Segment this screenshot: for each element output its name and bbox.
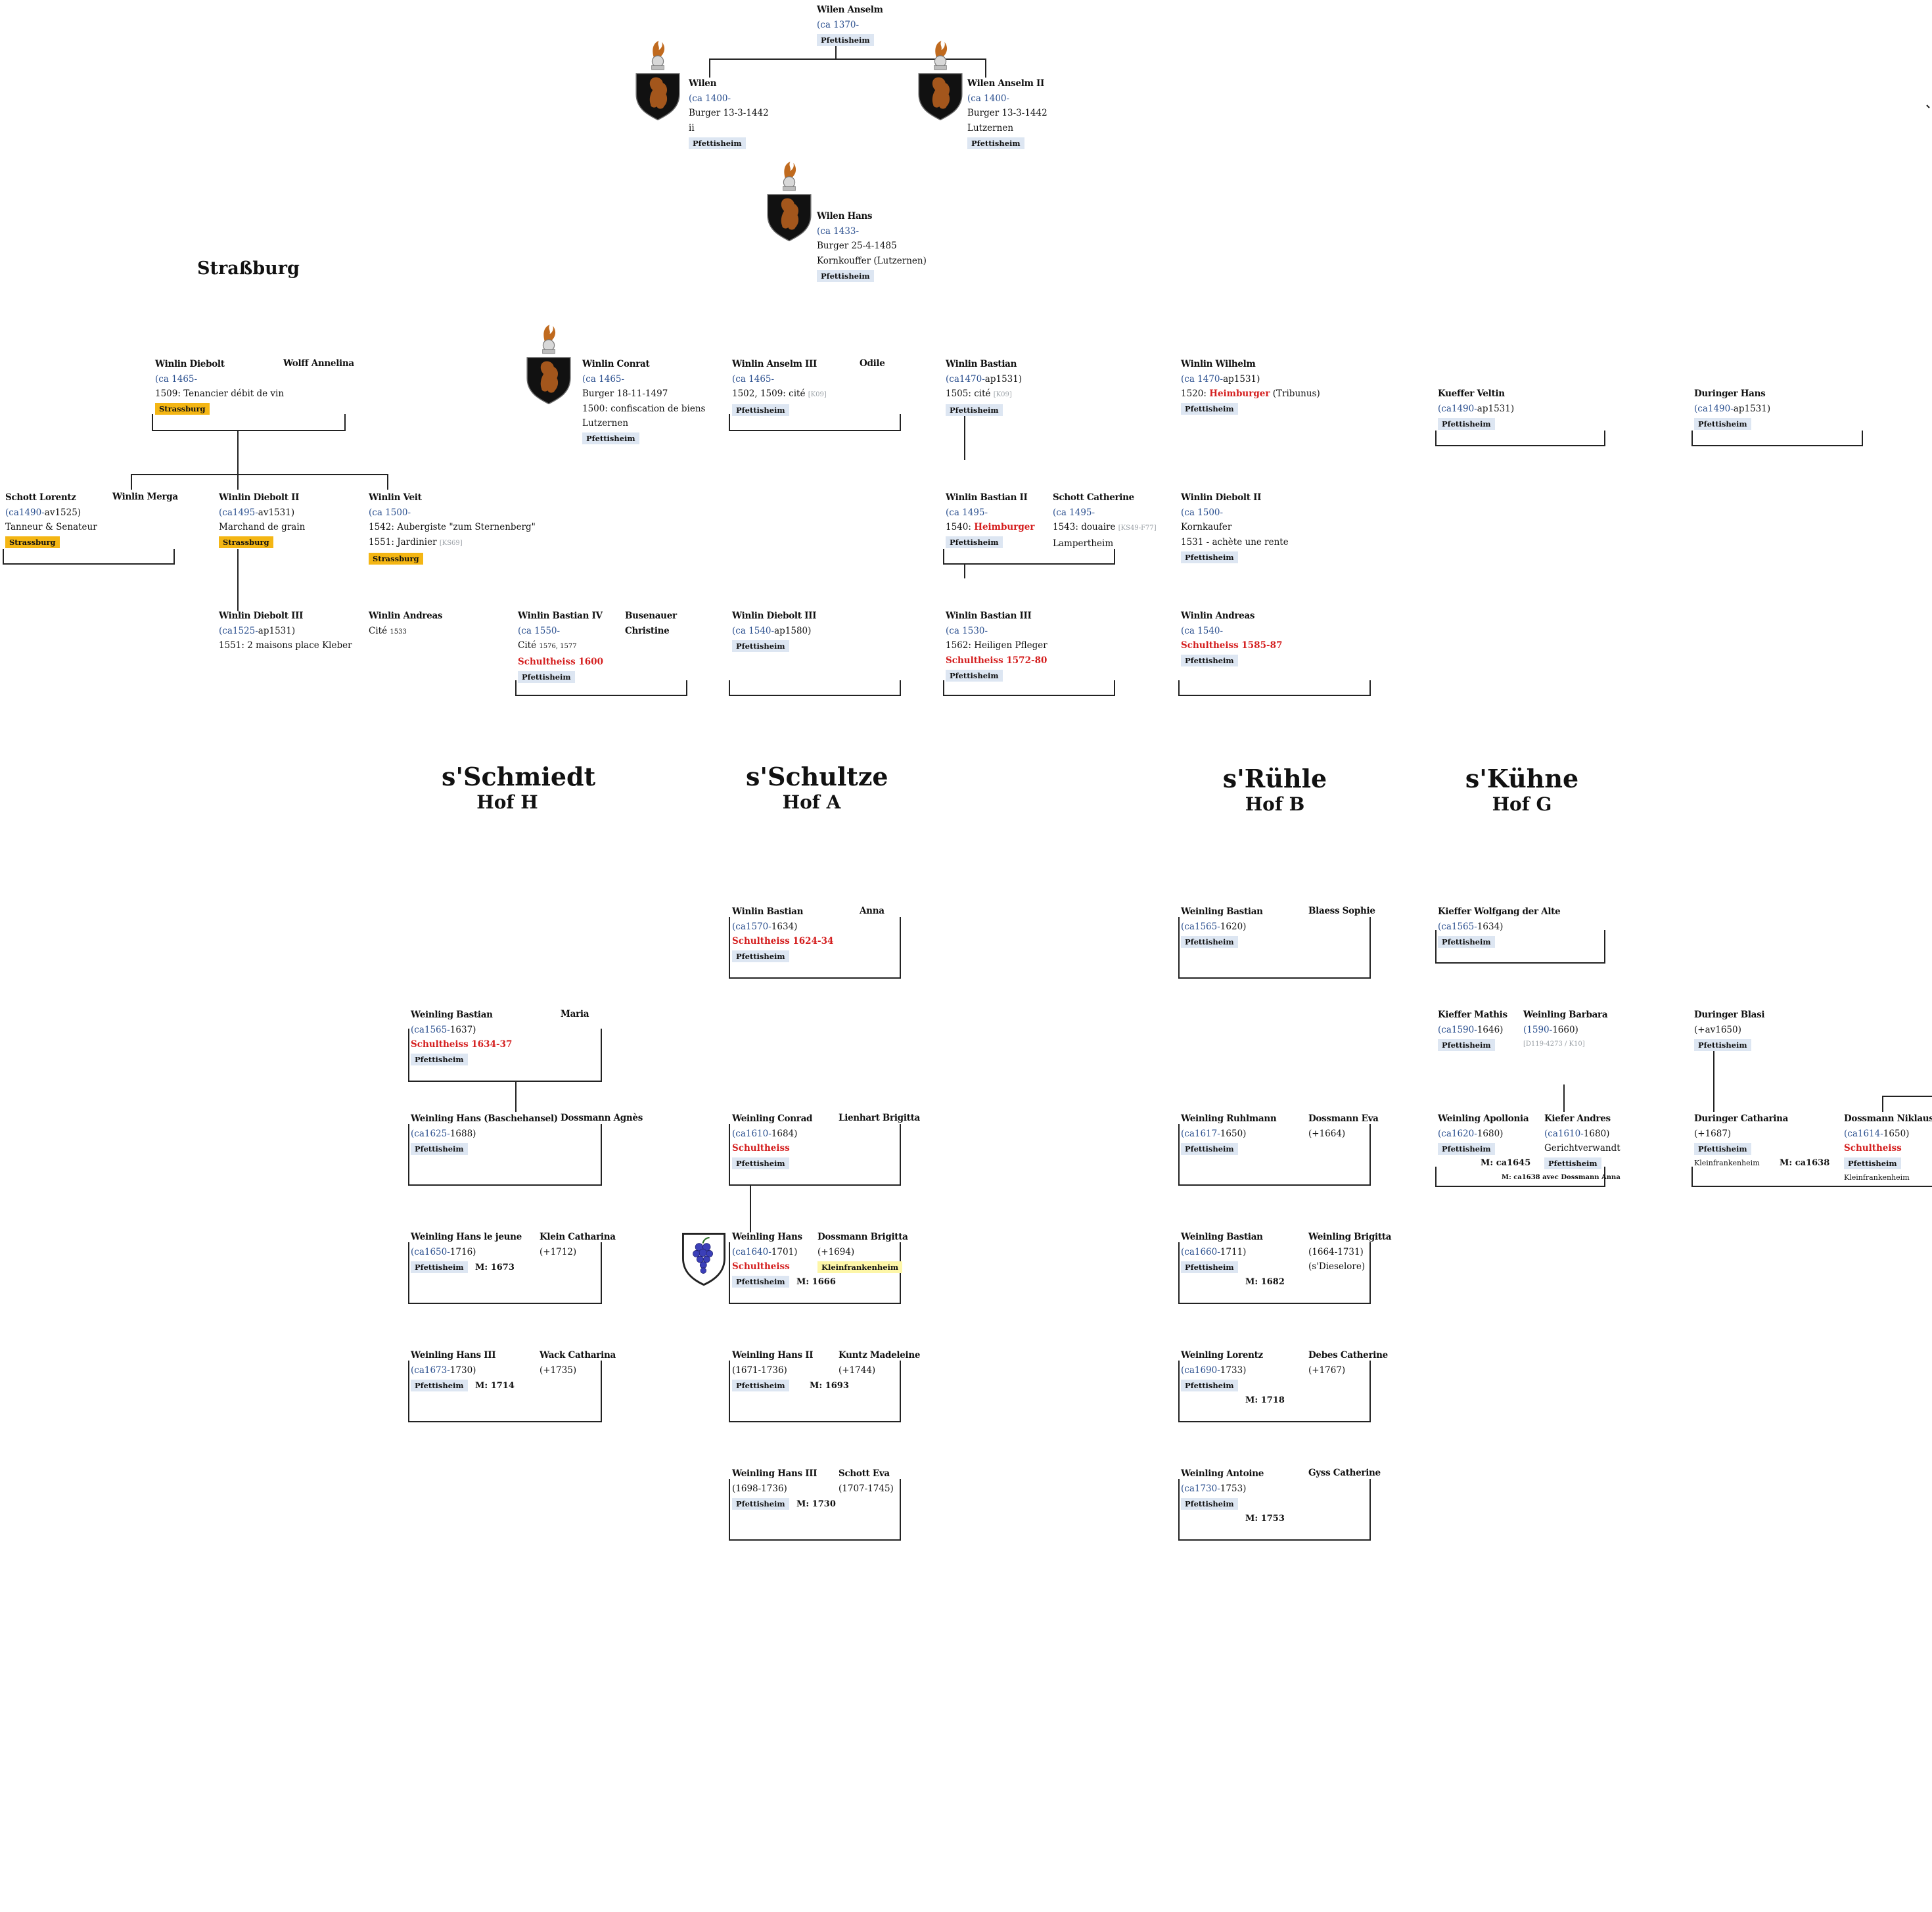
spouse-dossmann-eva: Dossmann Eva (+1664)	[1308, 1113, 1379, 1139]
person-winlin-diebolt-2b: Winlin Diebolt II (ca 1500- Kornkaufer 1…	[1181, 492, 1289, 563]
person-winlin-anselm-3: Winlin Anselm III (ca 1465- 1502, 1509: …	[732, 359, 827, 416]
person-winlin-bastian-4: Winlin Bastian IV (ca 1550- Cité 1576, 1…	[518, 611, 603, 683]
spouse-dossmann-brigitta: Dossmann Brigitta (+1694) Kleinfrankenhe…	[817, 1232, 908, 1273]
person-weinling-hans-le-jeune: Weinling Hans le jeune (ca1650-1716) Pfe…	[411, 1232, 522, 1273]
spouse-kuntz-madeleine: Kuntz Madeleine (+1744)	[839, 1350, 921, 1376]
person-duringer-hans: Duringer Hans (ca1490-ap1531) Pfettishei…	[1694, 388, 1771, 430]
marriage-antoine: M: 1753	[1245, 1514, 1285, 1524]
person-weinling-bastian-b2: Weinling Bastian (ca1660-1711) Pfettishe…	[1181, 1232, 1263, 1273]
person-winlin-wilhelm: Winlin Wilhelm (ca 1470-ap1531) 1520: He…	[1181, 359, 1320, 415]
title-kuhne: s'Kühne	[1465, 764, 1579, 793]
person-wilen-anselm-2: Wilen Anselm II (ca 1400- Burger 13-3-14…	[967, 78, 1047, 149]
title-kuhne-hof: Hof G	[1492, 793, 1552, 815]
person-kieffer-mathis: Kieffer Mathis (ca1590-1646) Pfettisheim	[1438, 1010, 1507, 1051]
person-kieffer-wolfgang: Kieffer Wolfgang der Alte (ca1565-1634) …	[1438, 906, 1561, 948]
person-wilen-anselm: Wilen Anselm (ca 1370- Pfettisheim	[817, 5, 883, 46]
person-winlin-andreas-2: Winlin Andreas (ca 1540- Schultheiss 158…	[1181, 611, 1283, 666]
spouse-wack-catharina: Wack Catharina (+1735)	[540, 1350, 616, 1376]
spouse-schott-eva: Schott Eva (1707-1745)	[839, 1468, 894, 1494]
title-strassburg: Straßburg	[197, 258, 300, 279]
spouse-klein-catharina: Klein Catharina (+1712)	[540, 1232, 616, 1257]
spouse-lienhart-brigitta: Lienhart Brigitta	[839, 1113, 920, 1123]
person-winlin-conrat: Winlin Conrat (ca 1465- Burger 18-11-149…	[582, 359, 706, 444]
person-weinling-hans-2-a: Weinling Hans II (1671-1736) Pfettisheim	[732, 1350, 814, 1391]
person-winlin-merga: Winlin Merga	[112, 492, 178, 502]
bear-crest-icon	[526, 324, 571, 405]
spouse-odile: Odile	[860, 358, 885, 369]
spouse-maria: Maria	[561, 1009, 589, 1019]
title-schmiedt-hof: Hof H	[476, 791, 538, 813]
grapes-crest-icon	[682, 1232, 725, 1286]
spouse-gyss-catherine: Gyss Catherine	[1308, 1468, 1381, 1478]
person-winlin-bastian-3: Winlin Bastian III (ca 1530- 1562: Heili…	[946, 611, 1047, 682]
bear-crest-icon	[635, 40, 680, 121]
person-winlin-diebolt-2: Winlin Diebolt II (ca1495-av1531) Marcha…	[219, 492, 306, 548]
spouse-debes-catherine: Debes Catherine (+1767)	[1308, 1350, 1388, 1376]
marriage-hans-3-a: M: 1730	[796, 1499, 836, 1509]
person-weinling-ruhlmann: Weinling Ruhlmann (ca1617-1650) Pfettish…	[1181, 1113, 1277, 1155]
spouse-kiefer-andres: Kiefer Andres (ca1610-1680) Gerichtverwa…	[1544, 1113, 1621, 1169]
person-weinling-hans-3-h: Weinling Hans III (ca1673-1730) Pfettish…	[411, 1350, 496, 1391]
spouse-anna: Anna	[860, 906, 885, 916]
person-winlin-bastian-a: Winlin Bastian (ca1570-1634) Schultheiss…	[732, 906, 834, 962]
title-schultze: s'Schultze	[746, 762, 888, 791]
spouse-weinling-barbara: Weinling Barbara (1590-1660) [D119-4273 …	[1523, 1010, 1608, 1048]
marriage-hans-a: M: 1666	[796, 1277, 836, 1287]
title-schmiedt: s'Schmiedt	[442, 762, 596, 791]
person-weinling-antoine: Weinling Antoine (ca1730-1753) Pfettishe…	[1181, 1468, 1264, 1510]
person-schott-lorentz: Schott Lorentz (ca1490-av1525) Tanneur &…	[5, 492, 97, 548]
spouse-blaess-sophie: Blaess Sophie	[1308, 906, 1375, 916]
person-winlin-diebolt-3: Winlin Diebolt III (ca1525-ap1531) 1551:…	[219, 611, 352, 651]
person-kueffer-veltin: Kueffer Veltin (ca1490-ap1531) Pfettishe…	[1438, 388, 1515, 430]
person-winlin-diebolt: Winlin Diebolt (ca 1465- 1509: Tenancier…	[155, 359, 285, 415]
person-winlin-bastian: Winlin Bastian (ca1470-ap1531) 1505: cit…	[946, 359, 1023, 416]
person-weinling-lorentz: Weinling Lorentz (ca1690-1733) Pfettishe…	[1181, 1350, 1263, 1391]
spouse-busenauer-christine: Busenauer Christine	[625, 611, 677, 636]
person-winlin-veit: Winlin Veit (ca 1500- 1542: Aubergiste "…	[369, 492, 536, 565]
marriage-hans-le-jeune: M: 1673	[475, 1263, 515, 1272]
marriage-bastian-b2: M: 1682	[1245, 1277, 1285, 1287]
spouse-dossmann-agnes: Dossmann Agnès	[561, 1113, 643, 1123]
marriage-hans-2-a: M: 1693	[810, 1381, 849, 1391]
person-weinling-conrad: Weinling Conrad (ca1610-1684) Schultheis…	[732, 1113, 813, 1169]
person-winlin-diebolt-3b: Winlin Diebolt III (ca 1540-ap1580) Pfet…	[732, 611, 817, 652]
spouse-weinling-brigitta: Weinling Brigitta (1664-1731) (s'Dieselo…	[1308, 1232, 1392, 1272]
marriage-hans-3-h: M: 1714	[475, 1381, 515, 1391]
person-weinling-bastian-h: Weinling Bastian (ca1565-1637) Schulthei…	[411, 1010, 513, 1065]
person-weinling-hans-3-a: Weinling Hans III (1698-1736) Pfettishei…	[732, 1468, 817, 1510]
marriage-lorentz: M: 1718	[1245, 1395, 1285, 1405]
person-weinling-bastian-b: Weinling Bastian (ca1565-1620) Pfettishe…	[1181, 906, 1263, 948]
person-wilen-hans: Wilen Hans (ca 1433- Burger 25-4-1485 Ko…	[817, 211, 927, 282]
person-winlin-andreas: Winlin Andreas Cité 1533	[369, 611, 443, 636]
spouse-schott-catherine: Schott Catherine (ca 1495- 1543: douaire…	[1053, 492, 1157, 549]
person-duringer-blasi: Duringer Blasi (+av1650) Pfettisheim	[1694, 1010, 1765, 1051]
person-wilen: Wilen (ca 1400- Burger 13-3-1442 ii Pfet…	[689, 78, 769, 149]
person-dossmann-niklaus: Dossmann Niklaus (ca1614-1650) Schulthei…	[1844, 1113, 1932, 1182]
person-weinling-hans-h: Weinling Hans (Baschehansel) (ca1625-168…	[411, 1113, 558, 1155]
bear-crest-icon	[918, 40, 963, 121]
person-weinling-apollonia: Weinling Apollonia (ca1620-1680) Pfettis…	[1438, 1113, 1529, 1155]
marriage-apollonia: M: ca1645	[1481, 1158, 1531, 1168]
title-schultze-hof: Hof A	[782, 791, 841, 813]
spouse-wolff-annelina: Wolff Annelina	[283, 358, 354, 369]
marriage-duringer-dossmann: M: ca1638	[1780, 1158, 1830, 1168]
person-winlin-bastian-2: Winlin Bastian II (ca 1495- 1540: Heimbu…	[946, 492, 1035, 548]
person-duringer-catharina: Duringer Catharina (+1687) Pfettisheim K…	[1694, 1113, 1789, 1167]
marriage-andres-anna: M: ca1638 avec Dossmann Anna	[1502, 1174, 1621, 1181]
title-ruhle: s'Rühle	[1222, 764, 1327, 793]
person-weinling-hans-a: Weinling Hans (ca1640-1701) Schultheiss …	[732, 1232, 802, 1288]
bear-crest-icon	[767, 161, 812, 242]
title-ruhle-hof: Hof B	[1245, 793, 1305, 815]
